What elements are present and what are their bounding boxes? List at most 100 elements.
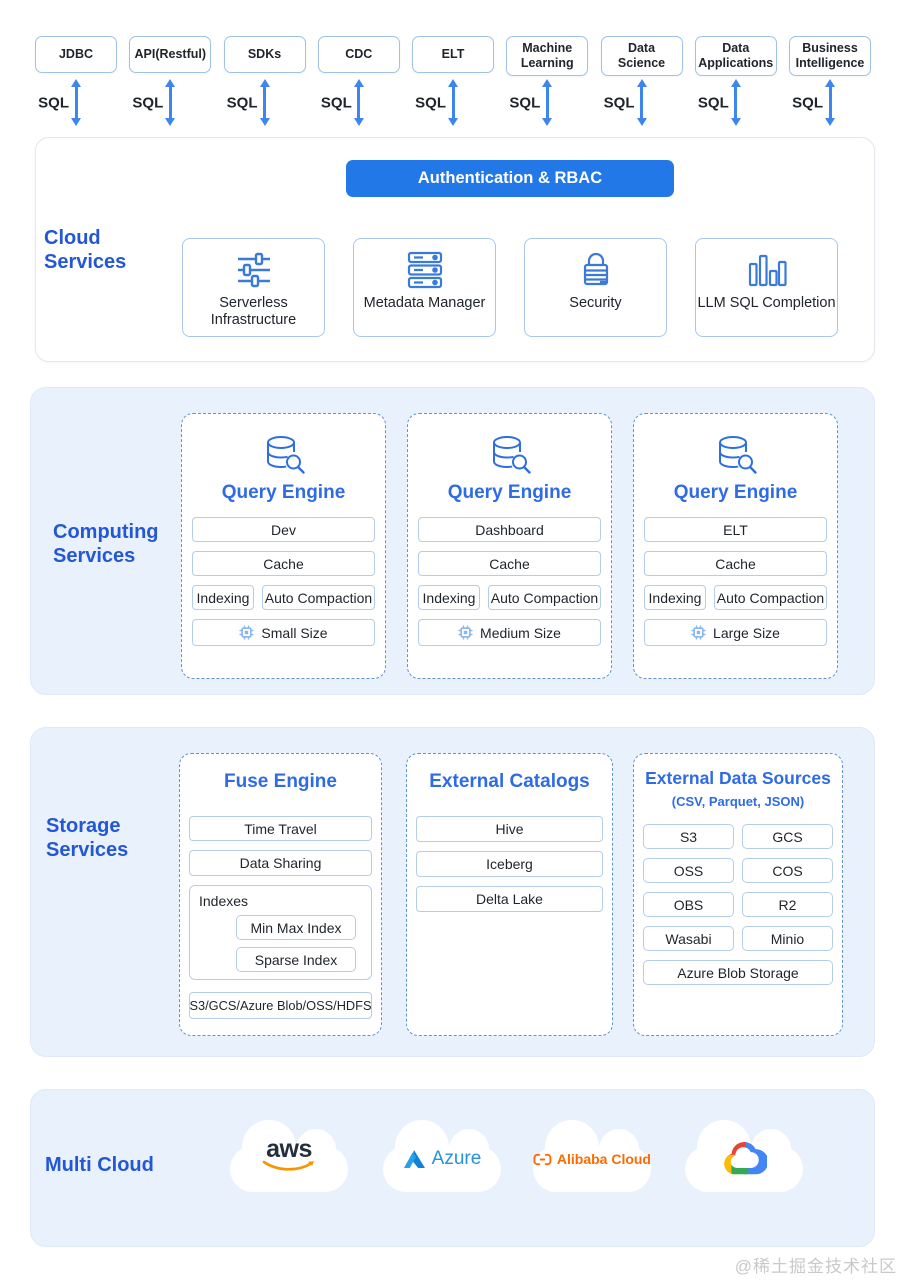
client-box-data-applications: Data Applications bbox=[694, 36, 777, 76]
client-box-jdbc: JDBC bbox=[35, 36, 117, 73]
cache-box: Cache bbox=[418, 551, 601, 576]
query-engine-card: Query Engine Dashboard Cache Indexing Au… bbox=[407, 413, 612, 679]
auto-compaction-box: Auto Compaction bbox=[714, 585, 827, 610]
azure-logo: Azure bbox=[383, 1136, 501, 1182]
sql-label: SQL bbox=[320, 94, 352, 111]
sql-arrow-unit: SQL bbox=[412, 79, 494, 126]
minio-box: Minio bbox=[742, 926, 833, 951]
google-cloud bbox=[685, 1120, 803, 1192]
aws-wordmark: aws bbox=[266, 1134, 312, 1163]
external-data-sources-subtitle: (CSV, Parquet, JSON) bbox=[671, 794, 805, 809]
client-box-api-restful: API(Restful) bbox=[129, 36, 212, 73]
metadata-manager-card: Metadata Manager bbox=[353, 238, 496, 337]
external-catalogs-card: External Catalogs Hive Iceberg Delta Lak… bbox=[406, 753, 613, 1036]
security-card: Security bbox=[524, 238, 667, 337]
computing-services-label: Computing Services bbox=[53, 521, 159, 567]
indexing-box: Indexing bbox=[644, 585, 706, 610]
sparse-index-box: Sparse Index bbox=[236, 947, 356, 972]
lock-icon bbox=[576, 249, 616, 291]
chip-icon bbox=[239, 625, 254, 640]
s3-box: S3 bbox=[643, 824, 734, 849]
storage-services-panel: Storage Services Fuse Engine Time Travel… bbox=[30, 727, 875, 1057]
sql-label: SQL bbox=[415, 94, 446, 111]
double-arrow-icon bbox=[448, 79, 458, 126]
client-box-data-science: Data Science bbox=[600, 36, 683, 76]
double-arrow-icon bbox=[165, 79, 176, 126]
oss-box: OSS bbox=[643, 858, 734, 883]
indexing-box: Indexing bbox=[192, 585, 254, 610]
indexing-box: Indexing bbox=[418, 585, 480, 610]
fuse-engine-title: Fuse Engine bbox=[224, 771, 337, 792]
double-arrow-icon bbox=[636, 79, 647, 126]
azure-icon bbox=[403, 1150, 425, 1168]
cloud-services-panel: Authentication & RBAC Cloud Services Ser… bbox=[35, 137, 875, 362]
sql-arrow-unit: SQL bbox=[601, 79, 683, 126]
gcs-box: GCS bbox=[742, 824, 833, 849]
query-engine-card: Query Engine ELT Cache Indexing Auto Com… bbox=[633, 413, 838, 679]
auto-compaction-box: Auto Compaction bbox=[488, 585, 601, 610]
client-box-elt: ELT bbox=[412, 36, 494, 73]
alibaba-cloud: Alibaba Cloud bbox=[533, 1120, 651, 1192]
sql-arrow-unit: SQL bbox=[506, 79, 588, 126]
size-box: Medium Size bbox=[418, 619, 601, 646]
auto-compaction-box: Auto Compaction bbox=[262, 585, 375, 610]
alibaba-wordmark: Alibaba Cloud bbox=[556, 1151, 651, 1167]
google-cloud-logo bbox=[685, 1134, 803, 1180]
llm-sql-completion-card: LLM SQL Completion bbox=[695, 238, 838, 337]
database-search-icon bbox=[418, 434, 601, 478]
client-row: JDBC API(Restful) SDKs CDC ELT Machine L… bbox=[35, 36, 871, 76]
database-search-icon bbox=[192, 434, 375, 478]
fuse-engine-card: Fuse Engine Time Travel Data Sharing Ind… bbox=[179, 753, 382, 1036]
size-label: Small Size bbox=[261, 624, 328, 641]
r2-box: R2 bbox=[742, 892, 833, 917]
size-box: Large Size bbox=[644, 619, 827, 646]
svc-card-label: Serverless Infrastructure bbox=[210, 295, 297, 328]
external-catalogs-title: External Catalogs bbox=[429, 771, 590, 792]
sql-arrow-unit: SQL bbox=[129, 79, 211, 126]
azure-wordmark: Azure bbox=[431, 1148, 482, 1169]
workload-box: Dev bbox=[192, 517, 375, 542]
chip-icon bbox=[458, 625, 473, 640]
iceberg-box: Iceberg bbox=[416, 851, 603, 877]
aws-logo: aws bbox=[230, 1132, 348, 1178]
min-max-index-box: Min Max Index bbox=[236, 915, 356, 940]
wasabi-box: Wasabi bbox=[643, 926, 734, 951]
size-box: Small Size bbox=[192, 619, 375, 646]
query-engine-card: Query Engine Dev Cache Indexing Auto Com… bbox=[181, 413, 386, 679]
client-box-business-intelligence: Business Intelligence bbox=[789, 36, 871, 76]
double-arrow-icon bbox=[542, 79, 553, 126]
server-stack-icon bbox=[403, 249, 447, 291]
sql-label: SQL bbox=[697, 94, 729, 111]
sql-arrow-unit: SQL bbox=[695, 79, 777, 126]
storage-services-label: Storage Services bbox=[46, 815, 129, 861]
storage-backends-box: S3/GCS/Azure Blob/OSS/HDFS bbox=[189, 992, 372, 1019]
watermark: @稀土掘金技术社区 bbox=[734, 1257, 897, 1276]
double-arrow-icon bbox=[71, 79, 81, 126]
double-arrow-icon bbox=[730, 79, 741, 126]
client-box-cdc: CDC bbox=[317, 36, 400, 73]
double-arrow-icon bbox=[825, 79, 835, 126]
data-sharing-box: Data Sharing bbox=[189, 850, 372, 876]
computing-services-panel: Computing Services Query Engine Dev Cach… bbox=[30, 387, 875, 695]
svc-card-label: LLM SQL Completion bbox=[697, 295, 836, 311]
alibaba-cloud-logo: Alibaba Cloud bbox=[533, 1136, 651, 1182]
sql-label: SQL bbox=[226, 94, 258, 111]
bar-chart-icon bbox=[746, 249, 788, 291]
cache-box: Cache bbox=[192, 551, 375, 576]
sql-label: SQL bbox=[792, 94, 823, 111]
azure-blob-storage-box: Azure Blob Storage bbox=[643, 960, 833, 985]
sql-label: SQL bbox=[603, 94, 635, 111]
chip-icon bbox=[691, 625, 706, 640]
workload-box: ELT bbox=[644, 517, 827, 542]
indexes-label: Indexes bbox=[199, 893, 249, 909]
size-label: Large Size bbox=[713, 624, 780, 641]
external-data-sources-card: External Data Sources (CSV, Parquet, JSO… bbox=[633, 753, 843, 1036]
authentication-rbac-button: Authentication & RBAC bbox=[346, 160, 674, 197]
workload-box: Dashboard bbox=[418, 517, 601, 542]
time-travel-box: Time Travel bbox=[189, 816, 372, 841]
hive-box: Hive bbox=[416, 816, 603, 842]
size-label: Medium Size bbox=[480, 624, 561, 641]
svc-card-label: Security bbox=[569, 295, 622, 311]
client-box-machine-learning: Machine Learning bbox=[506, 36, 589, 76]
